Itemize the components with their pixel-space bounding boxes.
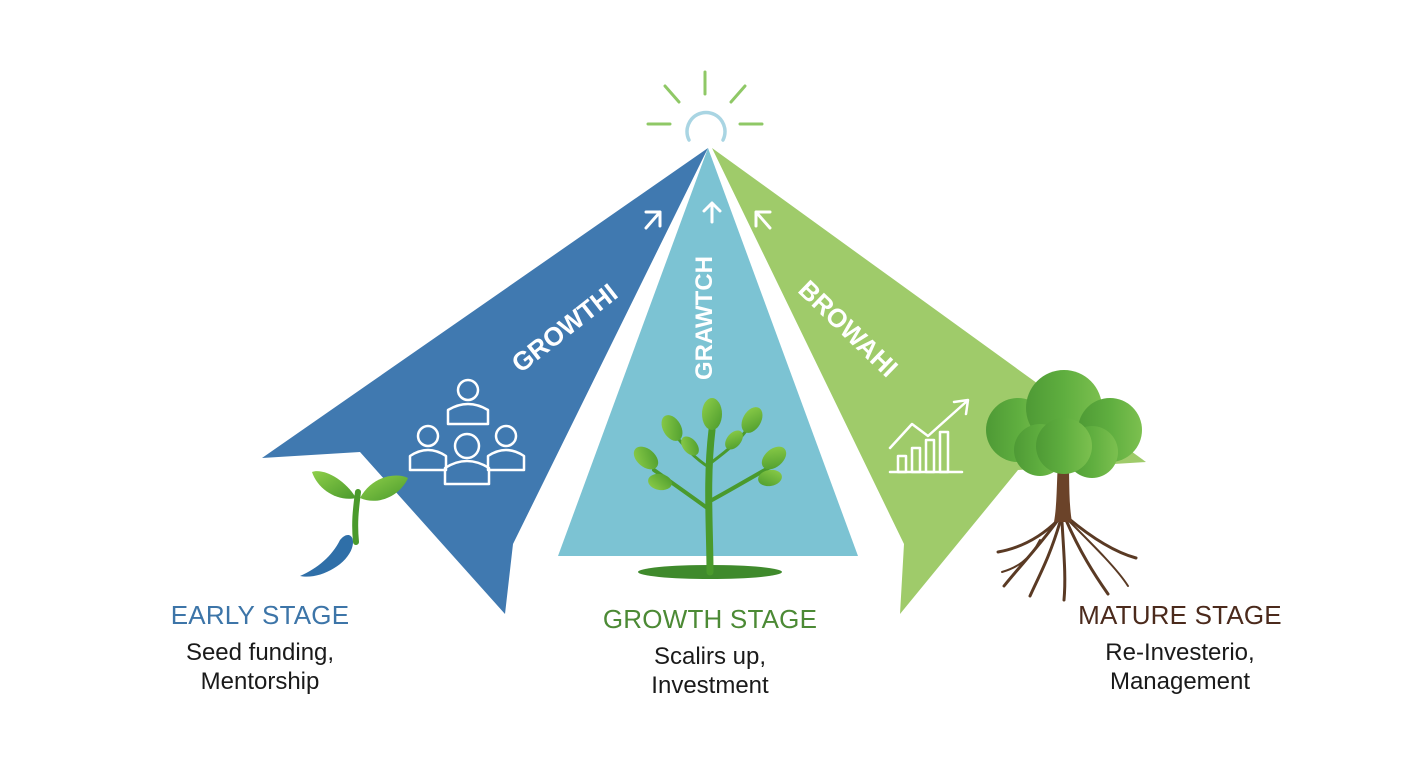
arrow-up-icon xyxy=(644,201,772,230)
people-group-icon xyxy=(408,378,526,486)
early-stage-desc-line2: Mentorship xyxy=(200,667,320,695)
mature-stage-beam xyxy=(712,148,1146,614)
growth-chart-icon xyxy=(888,398,970,474)
growth-stage-desc-line2: Investment xyxy=(651,671,769,699)
sun-icon xyxy=(646,70,764,142)
early-stage-beam xyxy=(262,148,708,614)
growth-stage-label: GROWTH STAGE Scalirs up, Investment xyxy=(570,604,850,701)
mature-stage-desc-line1: Re-Investerio, xyxy=(1105,639,1255,667)
mature-stage-label: MATURE STAGE Re-Investerio, Management xyxy=(1040,600,1320,697)
growth-stage-desc-line1: Scalirs up, xyxy=(653,643,767,671)
growth-beam-text: GRAWTCH xyxy=(691,256,718,380)
seedling-icon xyxy=(300,471,408,577)
mature-stage-title: MATURE STAGE xyxy=(1078,600,1282,630)
mature-tree-icon xyxy=(986,370,1142,602)
early-stage-title: EARLY STAGE xyxy=(170,600,350,630)
growth-stage-title: GROWTH STAGE xyxy=(602,604,818,634)
early-stage-label: EARLY STAGE Seed funding, Mentorship xyxy=(120,600,400,697)
young-tree-icon xyxy=(633,398,787,579)
mature-stage-desc-line2: Management xyxy=(1109,667,1251,695)
early-stage-desc-line1: Seed funding, xyxy=(185,639,335,667)
